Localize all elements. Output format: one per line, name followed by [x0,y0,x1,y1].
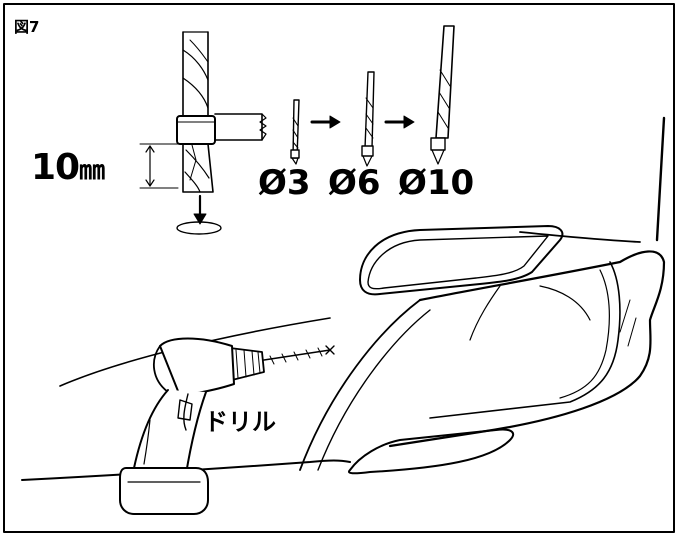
bit-small [290,99,300,165]
drill-label: ドリル [204,408,276,436]
bit-large [430,25,455,165]
bit-size-small-label: Ø3 [258,163,311,203]
bit-size-large-label: Ø10 [398,163,475,203]
arrow-right-1 [310,115,341,129]
figure-number-label: 図7 [14,18,40,36]
depth-label: 10㎜ [31,147,105,188]
bit-size-medium-label: Ø6 [328,163,381,203]
bit-medium [361,71,375,167]
depth-unit: ㎜ [79,156,105,186]
drill-bit-with-collar [139,31,267,235]
power-drill [119,337,335,515]
car-body-mirror [299,116,666,475]
depth-value: 10 [31,147,80,188]
arrow-right-2 [384,115,415,129]
figure-frame [3,3,675,533]
